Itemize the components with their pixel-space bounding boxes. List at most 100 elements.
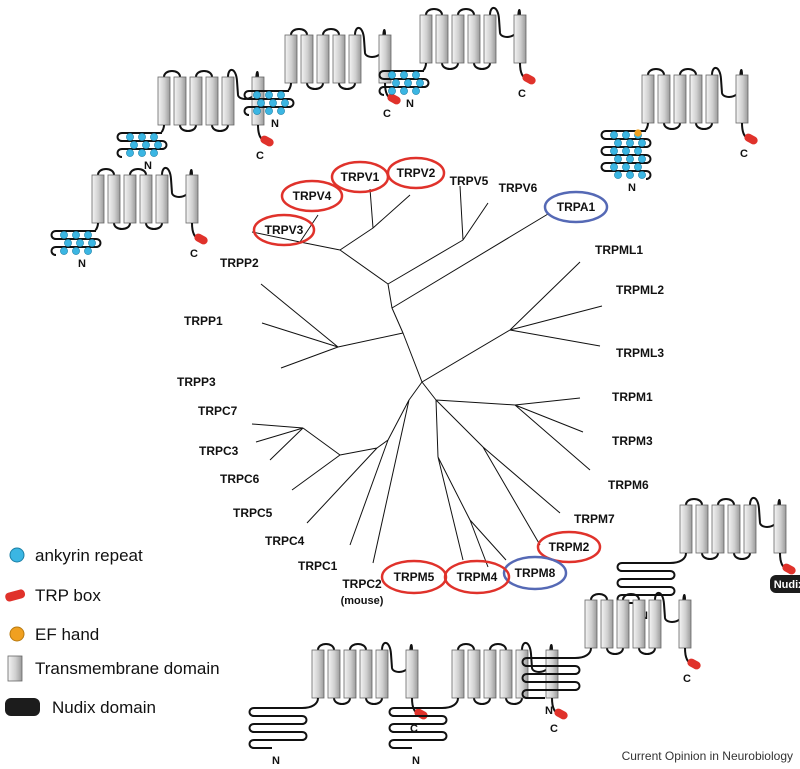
transmembrane-helix bbox=[189, 76, 203, 126]
nudix-domain bbox=[770, 575, 800, 593]
n-terminal-tail bbox=[521, 647, 592, 699]
transmembrane-helix bbox=[419, 14, 433, 64]
leaf-trpc1: TRPC1 bbox=[298, 559, 338, 573]
ankyrin-repeat bbox=[257, 99, 265, 107]
ankyrin-repeat bbox=[622, 163, 630, 171]
legend-trp-box-label: TRP box bbox=[35, 586, 101, 605]
n-terminus-label: N bbox=[406, 98, 414, 110]
trpm8-highlight bbox=[502, 555, 568, 591]
leaf-trpv4: TRPV4 bbox=[293, 189, 332, 203]
ankyrin-repeat bbox=[138, 133, 146, 141]
leaf-trpm4: TRPM4 bbox=[457, 570, 498, 584]
ankyrin-repeat bbox=[84, 231, 92, 239]
topology-trpm-3: CN bbox=[521, 592, 701, 717]
transmembrane-helix bbox=[467, 649, 481, 699]
legend: ankyrin repeat TRP box EF hand Transmemb… bbox=[5, 546, 220, 717]
ankyrin-repeat bbox=[154, 141, 162, 149]
transmembrane-helix bbox=[107, 174, 121, 224]
ankyrin-repeat bbox=[281, 99, 289, 107]
transmembrane-helix bbox=[155, 174, 169, 224]
ankyrin-repeat bbox=[130, 141, 138, 149]
membrane-loops bbox=[425, 7, 521, 70]
transmembrane-helix bbox=[221, 76, 235, 126]
trp-box bbox=[687, 658, 701, 670]
topology-trpv-4: CN bbox=[378, 7, 536, 110]
c-terminus-label: C bbox=[740, 148, 748, 160]
ankyrin-repeat bbox=[277, 107, 285, 115]
ankyrin-repeat bbox=[626, 139, 634, 147]
membrane-loops bbox=[163, 69, 259, 132]
ankyrin-repeat bbox=[622, 147, 630, 155]
transmembrane-helix bbox=[641, 74, 655, 124]
ankyrin-repeat bbox=[638, 139, 646, 147]
leaf-trpml2: TRPML2 bbox=[616, 283, 664, 297]
leaf-trpa1: TRPA1 bbox=[557, 200, 596, 214]
journal-credit: Current Opinion in Neurobiology bbox=[622, 749, 793, 763]
ankyrin-repeat bbox=[253, 91, 261, 99]
transmembrane-helix bbox=[678, 599, 692, 649]
transmembrane-helix bbox=[205, 76, 219, 126]
topology-trpm-1: CN bbox=[248, 642, 428, 767]
ankyrin-repeat bbox=[634, 163, 642, 171]
trp-box bbox=[744, 133, 758, 145]
ankyrin-repeat bbox=[610, 163, 618, 171]
transmembrane-helix bbox=[632, 599, 646, 649]
trpv4-highlight bbox=[280, 179, 344, 213]
transmembrane-helix bbox=[743, 504, 757, 554]
transmembrane-helix bbox=[689, 74, 703, 124]
ankyrin-repeat bbox=[392, 79, 400, 87]
transmembrane-helix bbox=[300, 34, 314, 84]
transmembrane-helix bbox=[123, 174, 137, 224]
transmembrane-helix bbox=[513, 14, 527, 64]
leaf-trpc5: TRPC5 bbox=[233, 506, 273, 520]
leaf-trpml3: TRPML3 bbox=[616, 346, 664, 360]
transmembrane-helix bbox=[648, 599, 662, 649]
leaf-trpm6: TRPM6 bbox=[608, 478, 649, 492]
ankyrin-repeat bbox=[634, 147, 642, 155]
transmembrane-helix bbox=[616, 599, 630, 649]
trp-box bbox=[522, 73, 536, 85]
transmembrane-helix bbox=[705, 74, 719, 124]
legend-ef-hand-label: EF hand bbox=[35, 625, 99, 644]
transmembrane-helix bbox=[435, 14, 449, 64]
membrane-loops bbox=[647, 67, 743, 130]
c-terminus-label: C bbox=[256, 150, 264, 162]
leaf-trpp3: TRPP3 bbox=[177, 375, 216, 389]
legend-ankyrin-label: ankyrin repeat bbox=[35, 546, 143, 565]
transmembrane-helix bbox=[405, 649, 419, 699]
transmembrane-helix bbox=[451, 14, 465, 64]
legend-ankyrin-symbol bbox=[9, 547, 25, 563]
n-terminal-tail bbox=[600, 122, 652, 180]
ankyrin-repeat bbox=[388, 87, 396, 95]
trp-box bbox=[260, 135, 274, 147]
highlight-ellipses bbox=[252, 156, 609, 595]
legend-transmembrane-symbol bbox=[7, 655, 23, 682]
channel-topologies: CNCNCNCNCNCNNudixCNCNCN bbox=[50, 7, 800, 767]
trpa1-highlight bbox=[543, 190, 609, 224]
transmembrane-helix bbox=[348, 34, 362, 84]
ankyrin-repeat bbox=[269, 99, 277, 107]
leaf-trpm5: TRPM5 bbox=[394, 570, 435, 584]
transmembrane-helix bbox=[735, 74, 749, 124]
membrane-loops bbox=[97, 167, 193, 230]
n-terminal-tail bbox=[50, 222, 102, 256]
trpm2-highlight bbox=[536, 530, 602, 564]
ankyrin-repeat bbox=[416, 79, 424, 87]
transmembrane-helix bbox=[157, 76, 171, 126]
n-terminus-label: N bbox=[144, 160, 152, 172]
transmembrane-helix bbox=[483, 14, 497, 64]
transmembrane-helix bbox=[451, 649, 465, 699]
ankyrin-repeat bbox=[638, 171, 646, 179]
legend-nudix-symbol bbox=[5, 698, 40, 716]
transmembrane-helix bbox=[91, 174, 105, 224]
ankyrin-repeat bbox=[614, 139, 622, 147]
ankyrin-repeat bbox=[76, 239, 84, 247]
transmembrane-helix bbox=[679, 504, 693, 554]
ankyrin-repeat bbox=[614, 171, 622, 179]
transmembrane-helix bbox=[173, 76, 187, 126]
c-terminus-label: C bbox=[410, 723, 418, 735]
ankyrin-repeat bbox=[610, 147, 618, 155]
nudix-label: Nudix bbox=[774, 579, 800, 591]
n-terminal-tail bbox=[248, 697, 319, 749]
membrane-loops bbox=[685, 497, 781, 560]
